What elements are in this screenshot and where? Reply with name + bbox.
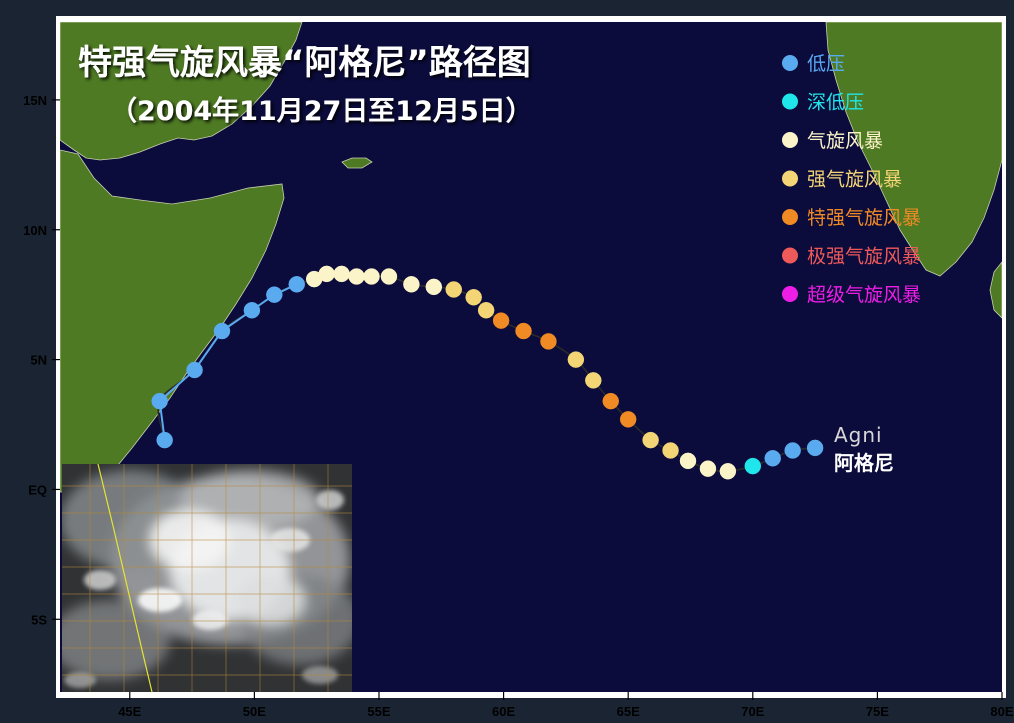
y-tick-label: 5N xyxy=(30,353,47,368)
track-point-strong-cyclonic-storm xyxy=(662,442,679,459)
y-tick-label: 5S xyxy=(31,612,47,627)
track-point-cyclonic-storm xyxy=(380,268,398,285)
track-point-cyclonic-storm xyxy=(679,452,697,470)
land-horn-of-africa xyxy=(60,149,285,493)
x-tick-label: 55E xyxy=(367,704,390,719)
track-point-deep-low xyxy=(744,457,762,475)
legend-marker-extremely-strong-cyclonic-storm xyxy=(782,209,798,225)
track-point-extremely-strong-cyclonic-storm xyxy=(540,333,557,350)
legend-marker-super-cyclonic-storm xyxy=(782,286,798,302)
legend-marker-strong-cyclonic-storm xyxy=(782,170,798,187)
track-point-low xyxy=(764,450,781,467)
track-point-extremely-strong-cyclonic-storm xyxy=(515,322,532,340)
x-tick-label: 60E xyxy=(492,704,515,719)
y-tick-label: 15N xyxy=(23,93,47,108)
track-point-extremely-strong-cyclonic-storm xyxy=(619,411,637,428)
map-title: 特强气旋风暴“阿格尼”路径图 xyxy=(78,43,531,83)
legend-label-super-cyclonic-storm: 超级气旋风暴 xyxy=(807,284,921,306)
track-point-low xyxy=(806,439,824,457)
track-point-strong-cyclonic-storm xyxy=(585,372,602,389)
legend-marker-low xyxy=(782,55,798,71)
y-tick-label: 10N xyxy=(23,223,47,238)
track-point-strong-cyclonic-storm xyxy=(445,281,462,298)
storm-track-points xyxy=(151,265,824,480)
track-point-low xyxy=(243,302,261,319)
x-tick-label: 50E xyxy=(243,704,266,719)
legend-label-deep-low: 深低压 xyxy=(807,92,864,114)
legend-marker-cyclonic-storm xyxy=(782,132,798,148)
track-point-low xyxy=(186,361,203,379)
track-point-low xyxy=(213,322,231,340)
satellite-image-inset xyxy=(62,464,352,692)
x-tick-label: 45E xyxy=(118,704,141,719)
track-point-extremely-strong-cyclonic-storm xyxy=(602,392,619,410)
track-point-cyclonic-storm xyxy=(699,460,717,477)
y-tick-label: EQ xyxy=(28,482,47,497)
land-arabian-peninsula xyxy=(60,22,303,161)
track-point-low xyxy=(151,392,168,410)
track-point-low xyxy=(156,431,173,449)
land-india xyxy=(825,22,1002,277)
track-point-extremely-strong-cyclonic-storm xyxy=(492,312,510,329)
track-point-cyclonic-storm xyxy=(348,268,365,285)
track-point-strong-cyclonic-storm xyxy=(642,431,659,449)
track-point-cyclonic-storm xyxy=(425,278,443,296)
track-point-low xyxy=(266,286,283,303)
legend-label-cyclonic-storm: 气旋风暴 xyxy=(807,130,883,152)
x-axis-ticks: 45E 50E 55E 60E 65E 70E 75E 80E xyxy=(118,692,1014,719)
y-axis-ticks: 15N 10N 5N EQ 5S xyxy=(23,93,60,627)
track-point-cyclonic-storm xyxy=(333,265,350,283)
track-point-cyclonic-storm xyxy=(305,270,323,288)
x-tick-label: 70E xyxy=(741,704,764,719)
legend-label-extremely-strong-cyclonic-storm: 特强气旋风暴 xyxy=(807,207,921,229)
track-point-cyclonic-storm xyxy=(363,268,380,285)
storm-name-chinese: 阿格尼 xyxy=(834,451,894,475)
legend-label-strong-cyclonic-storm: 强气旋风暴 xyxy=(807,169,902,191)
track-point-cyclonic-storm xyxy=(719,463,737,480)
map-subtitle: （2004年11月27日至12月5日） xyxy=(110,95,533,127)
storm-name-english: Agni xyxy=(834,423,883,447)
legend-label-low: 低压 xyxy=(807,53,845,75)
land-island-dot xyxy=(930,260,934,264)
track-point-low xyxy=(784,442,801,459)
legend-marker-very-strong-cyclonic-storm xyxy=(782,247,798,264)
track-point-low xyxy=(288,276,305,293)
land-sri-lanka xyxy=(989,261,1002,319)
track-point-strong-cyclonic-storm xyxy=(465,289,482,306)
x-tick-label: 80E xyxy=(990,704,1013,719)
track-point-strong-cyclonic-storm xyxy=(567,351,585,368)
track-point-strong-cyclonic-storm xyxy=(477,302,495,319)
legend-label-very-strong-cyclonic-storm: 极强气旋风暴 xyxy=(807,246,921,268)
land-socotra-island xyxy=(341,157,373,169)
x-tick-label: 65E xyxy=(617,704,640,719)
legend-marker-deep-low xyxy=(782,93,798,110)
track-point-cyclonic-storm xyxy=(403,276,420,293)
x-tick-label: 75E xyxy=(866,704,889,719)
